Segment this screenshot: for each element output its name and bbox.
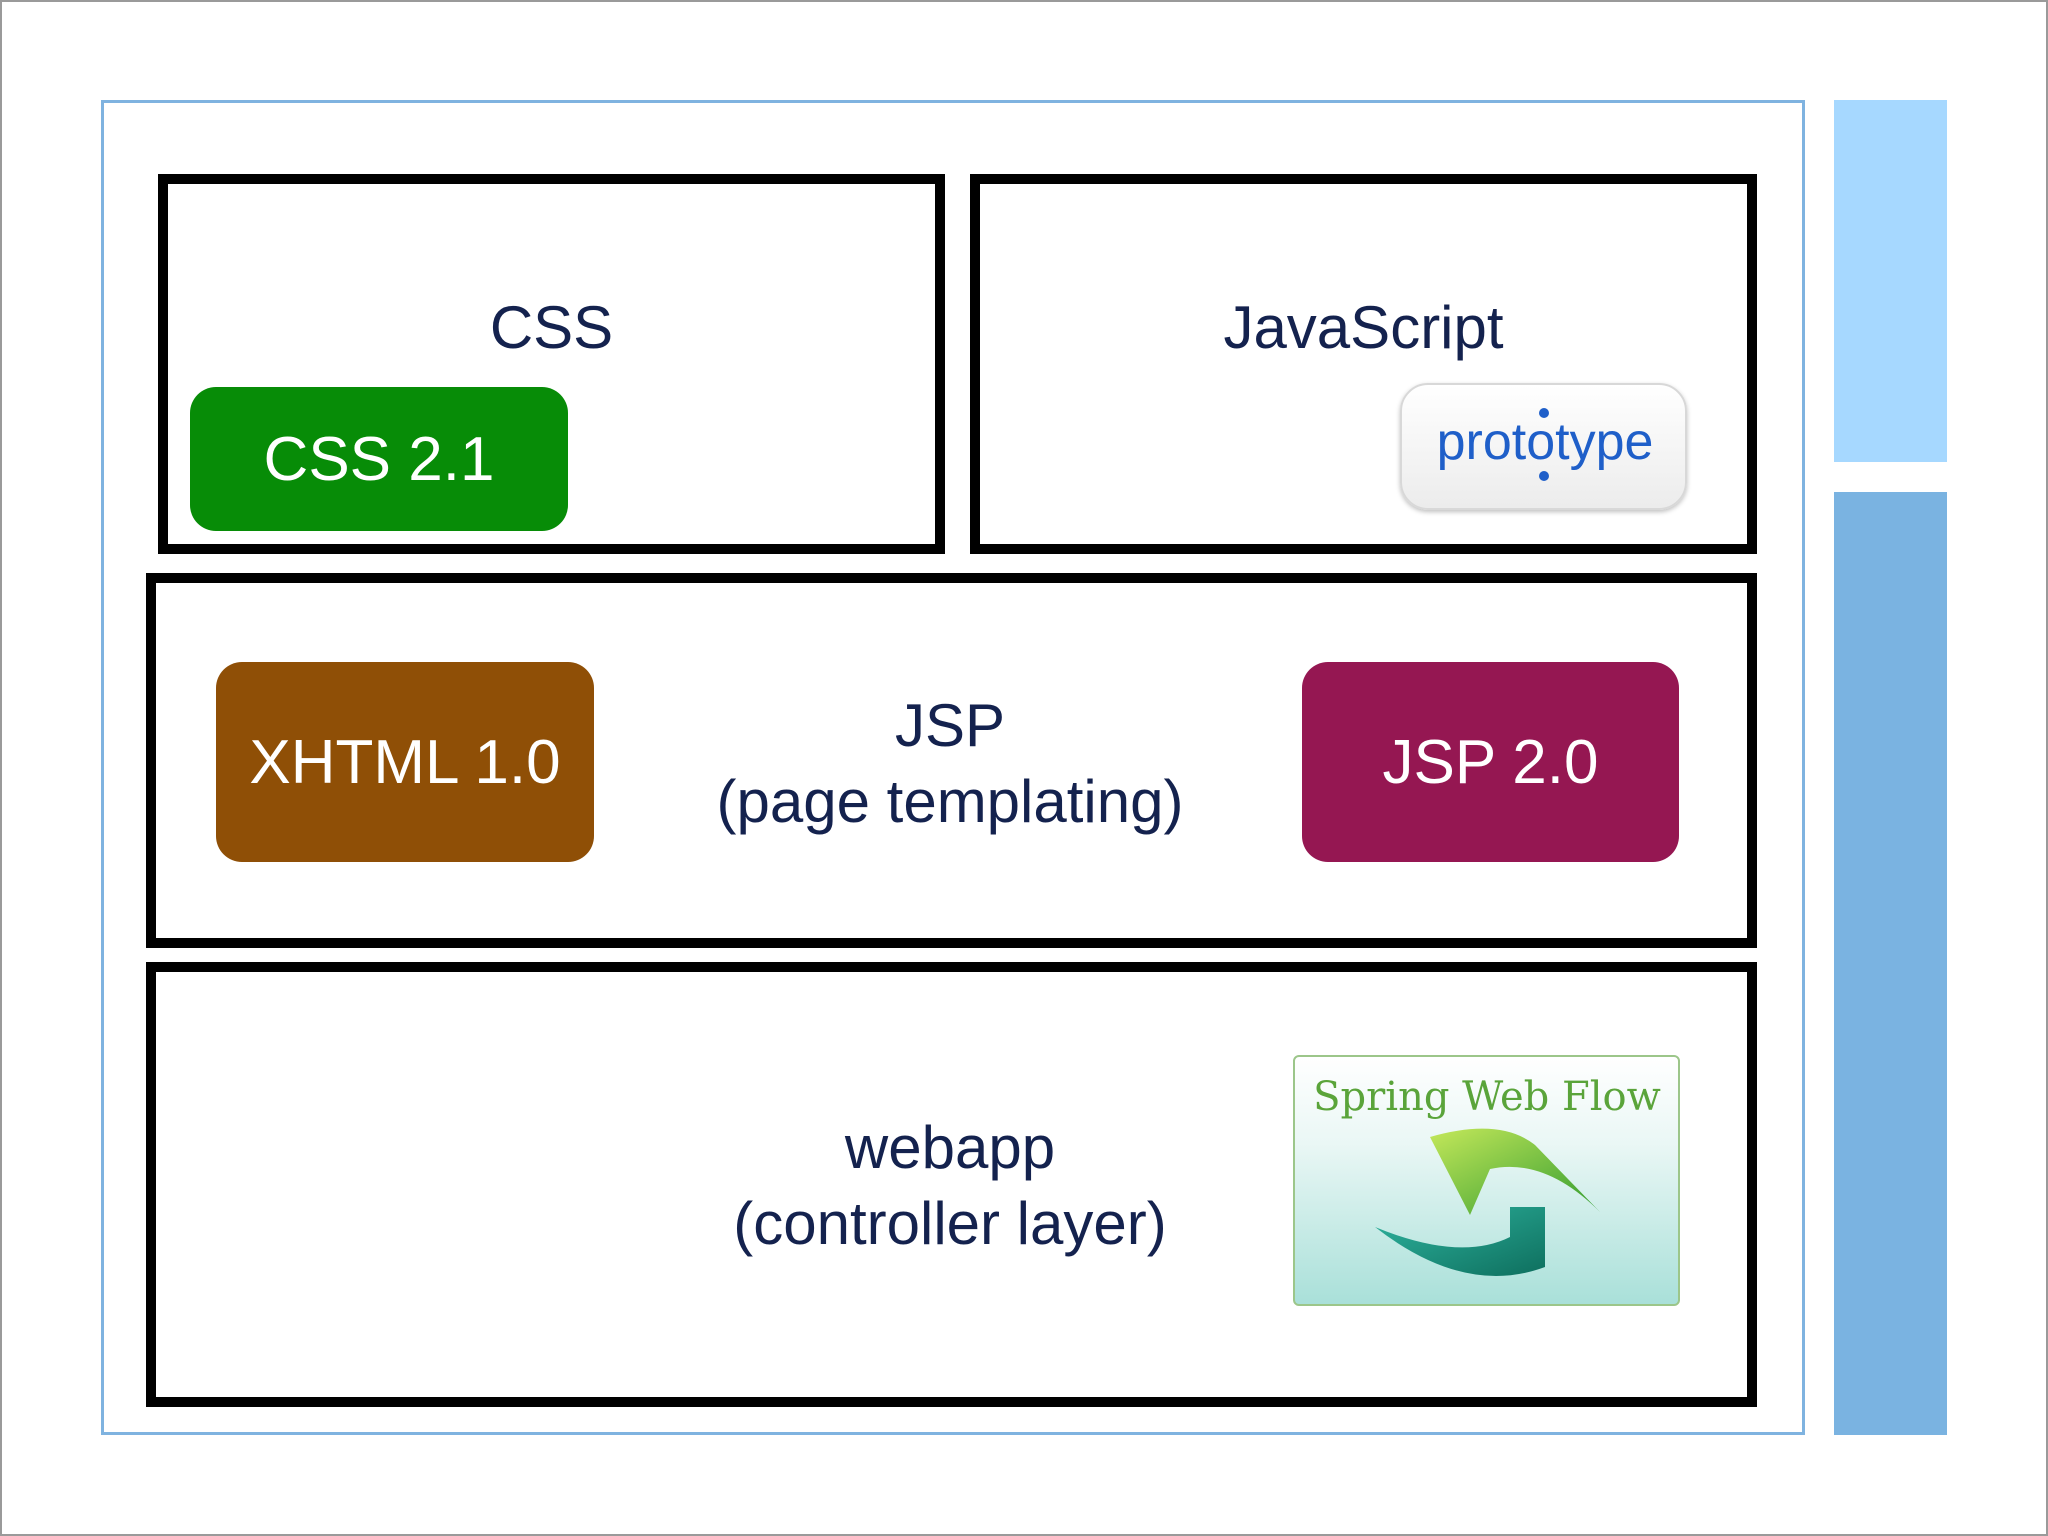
side-bar-light: [1834, 100, 1947, 462]
jsp-layer-title: JSP (page templating): [640, 688, 1260, 840]
spring-web-flow-graphic: Spring Web Flow: [1313, 1074, 1661, 1276]
css21-tag: CSS 2.1: [190, 387, 568, 531]
css-layer-title: CSS: [489, 294, 614, 361]
spring-web-flow-logo: Spring Web Flow: [1293, 1055, 1680, 1306]
prototype-logo: prototype: [1400, 383, 1687, 510]
jsp-subtitle-line: (page templating): [716, 768, 1184, 835]
prototype-logo-text: prototype: [1437, 413, 1654, 471]
webapp-layer-title: webapp (controller layer): [640, 1110, 1260, 1262]
jsp20-tag: JSP 2.0: [1302, 662, 1679, 862]
content-frame: [101, 100, 1805, 1435]
jsp-title-line: JSP: [894, 692, 1006, 759]
xhtml-tag: XHTML 1.0: [216, 662, 594, 862]
javascript-layer-title: JavaScript: [1223, 294, 1504, 361]
webapp-subtitle-line: (controller layer): [733, 1190, 1167, 1257]
spring-web-flow-text: Spring Web Flow: [1313, 1074, 1661, 1120]
arrow-top-icon: [1430, 1128, 1600, 1215]
side-bar-dark: [1834, 492, 1947, 1435]
arrow-bottom-icon: [1375, 1207, 1545, 1276]
webapp-title-line: webapp: [844, 1114, 1056, 1181]
prototype-logo-graphic: prototype: [1437, 408, 1654, 481]
